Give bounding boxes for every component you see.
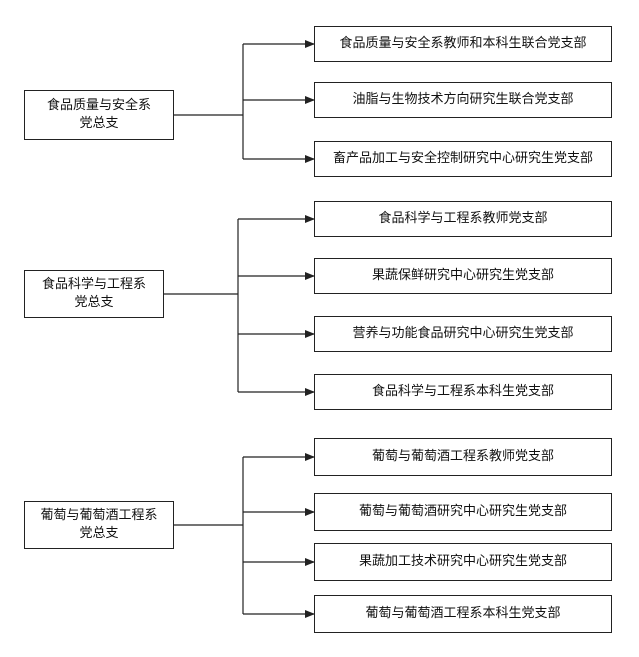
child-label: 食品科学与工程系本科生党支部 [371,384,554,399]
parent-label-line-2: 党总支 [74,295,114,310]
child-label: 果蔬加工技术研究中心研究生党支部 [358,554,567,569]
child-label: 畜产品加工与安全控制研究中心研究生党支部 [332,151,593,166]
child-node: 果蔬保鲜研究中心研究生党支部 [314,258,612,294]
parent-label-line-2: 党总支 [79,526,119,541]
parent-label-line-1: 食品质量与安全系 [46,98,151,113]
child-node: 食品质量与安全系教师和本科生联合党支部 [314,26,612,62]
child-label: 葡萄与葡萄酒工程系本科生党支部 [365,606,561,621]
child-node: 葡萄与葡萄酒工程系教师党支部 [314,438,612,476]
child-node: 葡萄与葡萄酒工程系本科生党支部 [314,595,612,633]
parent-node-food-quality: 食品质量与安全系 党总支 [24,90,174,140]
parent-node-grape-wine: 葡萄与葡萄酒工程系 党总支 [24,501,174,549]
child-label: 葡萄与葡萄酒工程系教师党支部 [371,449,554,464]
child-label: 食品科学与工程系教师党支部 [378,211,548,226]
child-label: 油脂与生物技术方向研究生联合党支部 [352,92,574,107]
child-node: 营养与功能食品研究中心研究生党支部 [314,316,612,352]
child-label: 葡萄与葡萄酒研究中心研究生党支部 [358,504,567,519]
parent-label-line-1: 食品科学与工程系 [41,277,146,292]
parent-label-line-1: 葡萄与葡萄酒工程系 [40,508,158,523]
child-label: 食品质量与安全系教师和本科生联合党支部 [339,36,587,51]
child-node: 油脂与生物技术方向研究生联合党支部 [314,82,612,118]
parent-label-line-2: 党总支 [79,116,119,131]
child-node: 食品科学与工程系本科生党支部 [314,374,612,410]
child-node: 畜产品加工与安全控制研究中心研究生党支部 [314,141,612,177]
child-label: 营养与功能食品研究中心研究生党支部 [352,326,574,341]
child-node: 果蔬加工技术研究中心研究生党支部 [314,543,612,581]
child-label: 果蔬保鲜研究中心研究生党支部 [371,268,554,283]
child-node: 食品科学与工程系教师党支部 [314,201,612,237]
parent-node-food-science: 食品科学与工程系 党总支 [24,270,164,318]
child-node: 葡萄与葡萄酒研究中心研究生党支部 [314,493,612,531]
